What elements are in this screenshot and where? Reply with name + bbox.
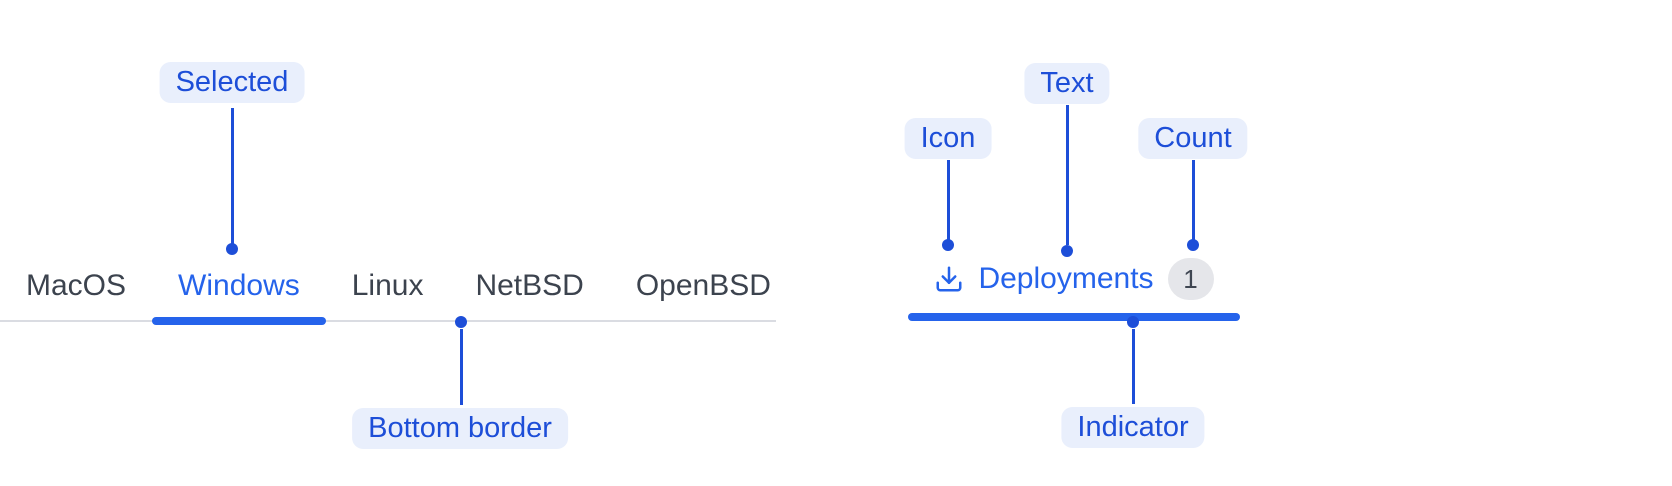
tab-netbsd[interactable]: NetBSD <box>475 269 584 302</box>
annotation-selected-dot <box>226 243 238 255</box>
annotation-text-label: Text <box>1024 63 1110 104</box>
tab-macos[interactable]: MacOS <box>26 269 127 302</box>
os-tab-bar: MacOS Windows Linux NetBSD OpenBSD <box>0 262 776 325</box>
annotation-bottom-border-dot <box>455 316 467 328</box>
annotation-indicator-line <box>1131 329 1135 404</box>
annotation-icon-label: Icon <box>904 118 992 159</box>
tab-windows[interactable]: Windows <box>152 262 326 325</box>
annotation-indicator-label: Indicator <box>1061 407 1205 448</box>
count-badge: 1 <box>1167 258 1214 300</box>
annotation-count-label: Count <box>1138 118 1248 159</box>
annotation-indicator-dot <box>1127 316 1139 328</box>
deployments-tab-label: Deployments <box>978 262 1154 295</box>
tab-windows-label: Windows <box>178 269 300 302</box>
annotation-selected-line <box>230 108 234 244</box>
deployments-tab[interactable]: Deployments 1 <box>908 250 1240 321</box>
annotation-text-dot <box>1061 245 1073 257</box>
tab-linux[interactable]: Linux <box>351 269 424 302</box>
annotation-selected-label: Selected <box>159 62 305 103</box>
active-tab-indicator <box>908 313 1240 321</box>
annotation-bottom-border-label: Bottom border <box>352 408 568 449</box>
annotation-icon-line <box>946 160 950 240</box>
annotation-bottom-border-line <box>459 329 463 405</box>
annotation-count-line <box>1191 160 1195 240</box>
annotation-count-dot <box>1187 239 1199 251</box>
active-tab-underline <box>152 317 326 325</box>
annotation-text-line <box>1065 105 1069 245</box>
download-icon <box>936 266 962 292</box>
annotation-icon-dot <box>942 239 954 251</box>
deployments-tab-content: Deployments 1 <box>908 250 1240 308</box>
tab-openbsd[interactable]: OpenBSD <box>635 269 771 302</box>
